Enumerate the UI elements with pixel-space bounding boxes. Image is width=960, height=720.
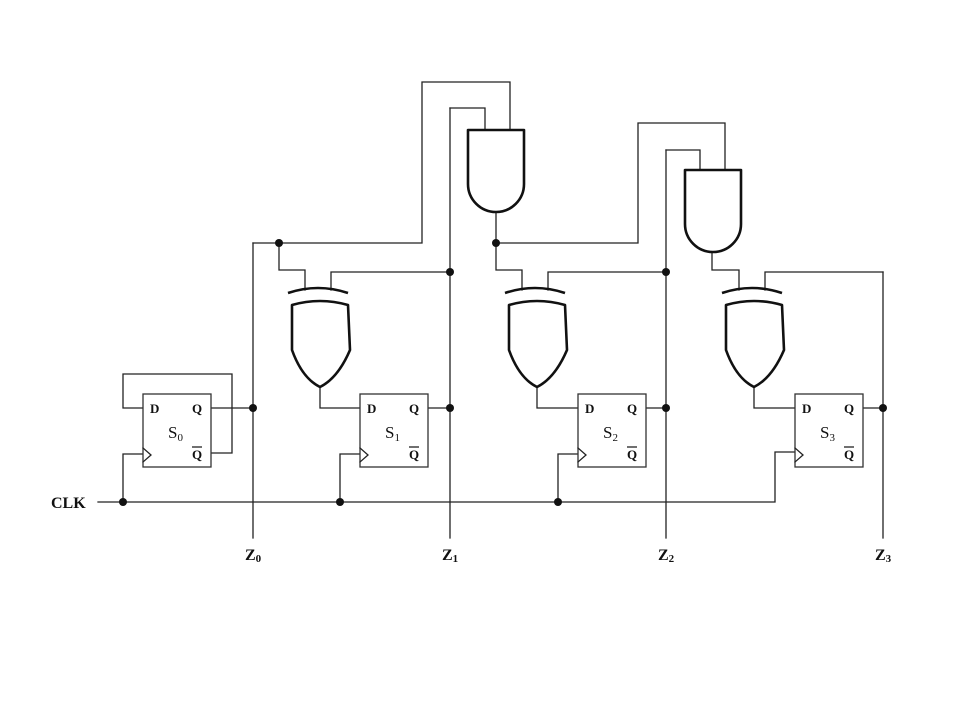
q-pin-label: Q [192,401,202,416]
d-pin-label: D [802,401,811,416]
flip-flop-s0: D Q Q S0 [142,393,212,468]
flip-flop-label: S1 [385,423,400,444]
junction-dot [662,404,670,412]
d-pin-label: D [367,401,376,416]
junction-dot [554,498,562,506]
junction-dot [446,404,454,412]
junction-dots [119,239,887,506]
clk-label: CLK [51,495,86,512]
output-label-z0: Z0 [245,547,262,565]
xor-gate-3 [721,286,786,389]
flip-flop-label: S2 [603,423,618,444]
qbar-pin-label: Q [844,447,854,462]
flip-flop-label: S0 [168,423,183,444]
junction-dot [662,268,670,276]
junction-dot [249,404,257,412]
output-label-z1: Z1 [442,547,458,565]
flip-flop-s1: D Q Q S1 [359,393,429,468]
junction-dot [446,268,454,276]
qbar-pin-label: Q [409,447,419,462]
junction-dot [119,498,127,506]
output-label-z3: Z3 [875,547,892,565]
junction-dot [336,498,344,506]
xor-gate-2 [504,286,569,389]
wires [97,81,884,539]
flip-flop-s3: D Q Q S3 [794,393,864,468]
q-pin-label: Q [844,401,854,416]
flip-flop-label: S3 [820,423,835,444]
d-pin-label: D [585,401,594,416]
q-pin-label: Q [409,401,419,416]
qbar-pin-label: Q [627,447,637,462]
and-gate-1 [466,128,526,214]
junction-dot [275,239,283,247]
junction-dot [492,239,500,247]
xor-gate-1 [287,286,352,389]
flip-flop-s2: D Q Q S2 [577,393,647,468]
d-pin-label: D [150,401,159,416]
q-pin-label: Q [627,401,637,416]
output-label-z2: Z2 [658,547,675,565]
and-gate-2 [683,168,743,254]
junction-dot [879,404,887,412]
qbar-pin-label: Q [192,447,202,462]
